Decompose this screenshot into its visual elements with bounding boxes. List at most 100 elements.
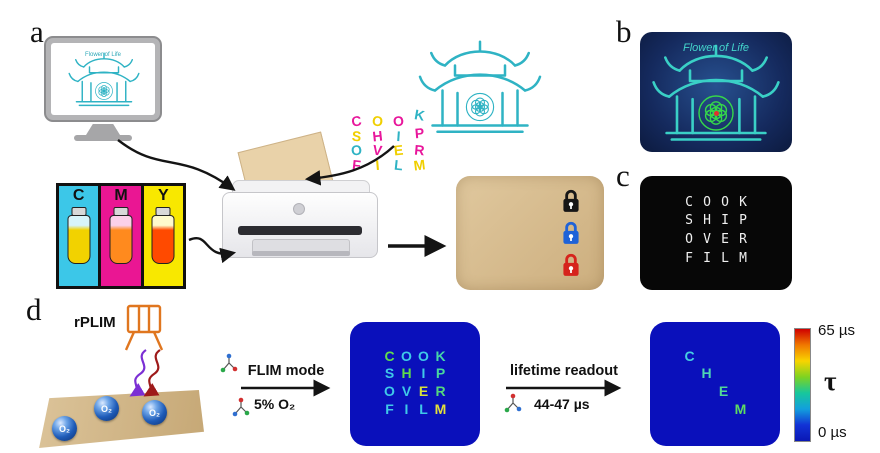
grid-letter: E bbox=[418, 383, 429, 399]
ink-label-c: C bbox=[72, 187, 85, 204]
grid-letter: L bbox=[721, 250, 729, 266]
rplim-projector-icon bbox=[124, 304, 164, 351]
vial-body bbox=[151, 215, 175, 264]
letter-row: E bbox=[681, 384, 749, 399]
grid-letter: O bbox=[721, 194, 729, 210]
panel-label-a: a bbox=[30, 14, 44, 49]
grid-letter: I bbox=[721, 213, 729, 229]
excitation-wave-red bbox=[143, 349, 161, 397]
oxygen-label: O₂ bbox=[59, 423, 70, 434]
grid-letter bbox=[698, 384, 715, 399]
printer-tray-strip bbox=[252, 251, 350, 256]
lock-keyhole bbox=[568, 202, 574, 207]
oxygen-condition-label: 5% O₂ bbox=[254, 396, 296, 412]
ink-vial bbox=[150, 207, 176, 267]
padlock-red-icon bbox=[563, 253, 579, 276]
oxygen-label: O₂ bbox=[101, 403, 112, 414]
grid-letter: H bbox=[401, 365, 412, 382]
flower-of-life-icon bbox=[465, 92, 495, 122]
flower-of-life-icon bbox=[95, 82, 113, 100]
ink-column-yellow: Y bbox=[140, 186, 183, 286]
grid-letter: R bbox=[739, 232, 747, 247]
computer-monitor: Flower of Life bbox=[44, 36, 162, 122]
uv-luminescence-image: Flower of Life bbox=[640, 32, 792, 152]
grid-letter bbox=[681, 402, 698, 417]
grid-letter: O bbox=[703, 194, 711, 210]
lock-shackle bbox=[565, 253, 577, 264]
oxygen-label: O₂ bbox=[149, 407, 160, 418]
panel-label-d: d bbox=[26, 292, 42, 327]
grid-letter: R bbox=[435, 383, 446, 399]
monitor-screen-caption: Flower of Life bbox=[84, 52, 121, 58]
grid-letter: E bbox=[718, 383, 729, 399]
grid-letter: M bbox=[434, 400, 447, 417]
printer-output-slot bbox=[238, 226, 362, 235]
monitor-stand bbox=[86, 124, 120, 135]
grid-letter: O bbox=[418, 347, 429, 364]
ink-label-y: Y bbox=[157, 187, 169, 204]
oxygen-sphere: O₂ bbox=[142, 400, 167, 425]
panel-label-c: c bbox=[616, 158, 630, 193]
letter-row: H bbox=[681, 366, 749, 381]
colorbar-max-label: 65 µs bbox=[818, 322, 855, 339]
grid-letter bbox=[715, 349, 732, 364]
grid-letter: P bbox=[435, 365, 446, 382]
grid-letter: O bbox=[384, 383, 395, 399]
padlock-black-icon bbox=[563, 189, 579, 212]
flower-center-dot bbox=[713, 110, 719, 116]
grid-letter: S bbox=[384, 365, 395, 382]
grid-letter: I bbox=[374, 156, 381, 174]
monitor-screen: Flower of Life bbox=[51, 43, 155, 115]
letter-row: M bbox=[681, 401, 749, 417]
grid-letter: E bbox=[721, 232, 729, 247]
rplim-label: rPLIM bbox=[74, 314, 116, 331]
grid-letter: I bbox=[404, 400, 409, 417]
lifetime-colorbar bbox=[794, 328, 811, 442]
oxygen-sphere: O₂ bbox=[52, 416, 77, 441]
ink-vial bbox=[108, 207, 134, 267]
probe-molecule-icon bbox=[232, 397, 250, 417]
uv-image-caption: Flower of Life bbox=[682, 42, 750, 54]
grid-letter: M bbox=[412, 156, 427, 174]
lifetime-value-label: 44-47 µs bbox=[534, 396, 590, 412]
grid-letter bbox=[698, 349, 715, 364]
lock-keyhole-stem bbox=[570, 237, 572, 242]
ink-column-cyan: C bbox=[59, 186, 99, 286]
lock-keyhole bbox=[568, 234, 574, 239]
excitation-wave-purple bbox=[129, 349, 147, 397]
grid-letter: I bbox=[703, 250, 711, 266]
grid-letter: F bbox=[351, 156, 362, 174]
grid-letter: H bbox=[701, 365, 712, 382]
lock-shackle bbox=[565, 189, 577, 200]
panel-label-b: b bbox=[616, 14, 632, 49]
grid-letter bbox=[715, 366, 732, 381]
grid-letter: C bbox=[685, 194, 693, 210]
probe-molecule-icon bbox=[220, 353, 238, 373]
lock-keyhole bbox=[568, 266, 574, 271]
lock-shackle bbox=[565, 221, 577, 232]
colorbar-tau-symbol: τ bbox=[824, 366, 837, 396]
monitor-base bbox=[74, 135, 132, 141]
ink-label-m: M bbox=[114, 187, 128, 204]
grid-letter: V bbox=[401, 383, 412, 399]
grid-letter: P bbox=[414, 124, 425, 142]
padlock-blue-icon bbox=[563, 221, 579, 244]
grid-letter: K bbox=[435, 347, 446, 364]
grid-letter: C bbox=[384, 347, 395, 364]
grid-letter bbox=[732, 384, 749, 399]
grid-letter bbox=[715, 402, 732, 417]
